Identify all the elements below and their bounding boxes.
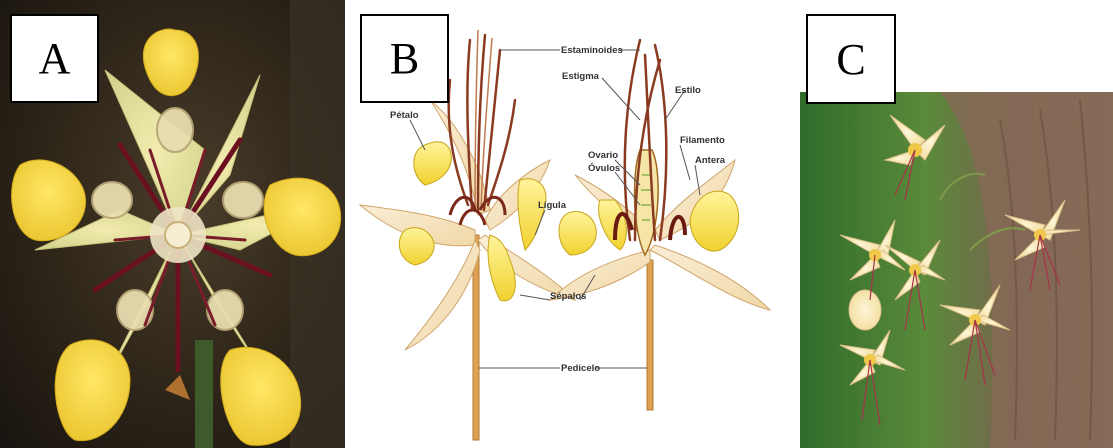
label-ovario: Ovario	[588, 150, 618, 161]
diagram-panel-b: Estaminoides Estigma Estilo Pétalo Ovari…	[350, 0, 795, 448]
panel-a-letter: A	[10, 14, 99, 103]
label-antera: Antera	[695, 155, 726, 166]
label-pedicelo: Pedicelo	[561, 363, 600, 374]
label-ovulos: Óvulos	[588, 162, 620, 174]
label-filamento: Filamento	[680, 135, 725, 146]
label-estaminoides: Estaminoides	[561, 45, 623, 56]
label-estilo: Estilo	[675, 85, 701, 96]
panel-c-letter: C	[806, 14, 896, 104]
label-ligula: Lígula	[538, 200, 567, 211]
label-petalo: Pétalo	[390, 110, 419, 121]
label-sepalos: Sépalos	[550, 291, 586, 302]
panel-b-letter: B	[360, 14, 449, 103]
pedicel-right	[647, 260, 653, 410]
photo-panel-a: A	[0, 0, 345, 448]
label-estigma: Estigma	[562, 71, 600, 82]
photo-panel-c: C	[800, 0, 1113, 448]
